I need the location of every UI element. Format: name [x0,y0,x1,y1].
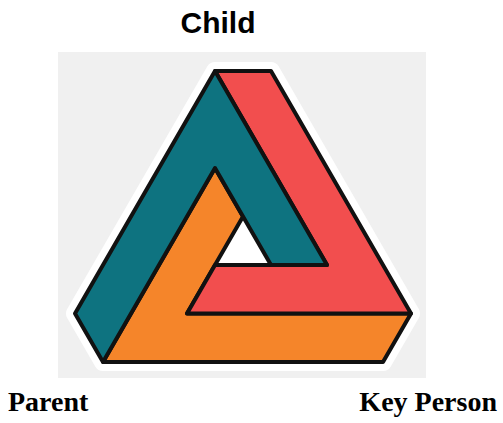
sticker-border [75,71,411,362]
teal-bar [75,71,327,362]
sticker-ground [58,52,426,378]
corner-label: Parent [8,386,88,418]
corner-label: Child [181,6,256,41]
corner-label: Key Person [359,386,497,418]
